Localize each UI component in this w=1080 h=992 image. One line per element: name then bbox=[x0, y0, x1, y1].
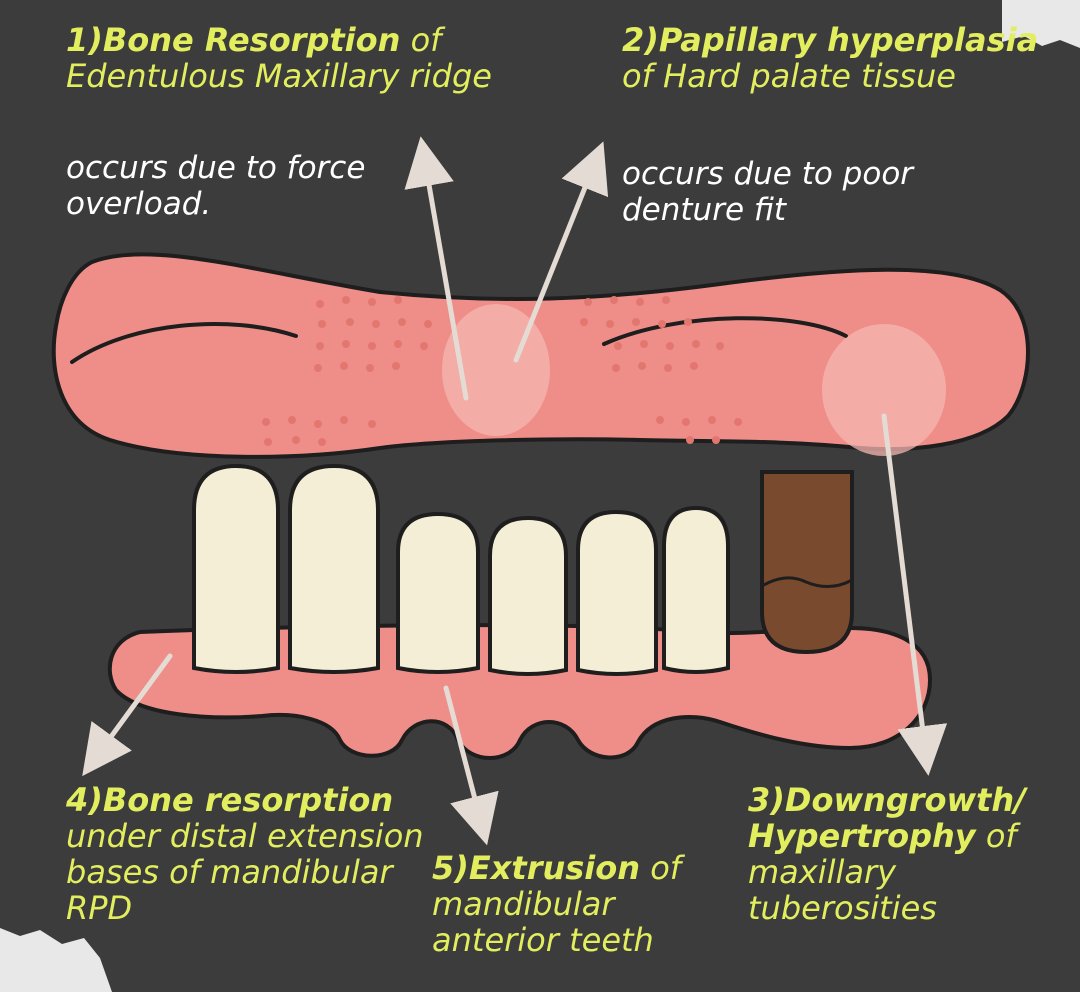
ridge-line-left bbox=[70, 322, 298, 364]
pointer-arrows bbox=[82, 136, 948, 846]
torn-paper-corner-bottom-left bbox=[0, 928, 112, 992]
arrow-1 bbox=[404, 136, 469, 401]
label-2-note: occurs due to poor denture fit bbox=[622, 156, 914, 228]
label-1-heading: 1)Bone Resorption bbox=[66, 21, 401, 59]
tooth-4 bbox=[488, 515, 568, 676]
label-4: 4)Bone resorption under distal extension… bbox=[66, 782, 436, 926]
arrow-2 bbox=[513, 141, 609, 363]
tooth-2 bbox=[288, 463, 380, 674]
stipple-texture bbox=[262, 296, 742, 446]
label-3: 3)Downgrowth/ Hypertrophy of maxillary t… bbox=[748, 782, 1068, 926]
highlight-tuberosity bbox=[822, 324, 946, 456]
tooth-1 bbox=[192, 463, 280, 674]
label-3-text: of maxillary tuberosities bbox=[748, 817, 1017, 927]
arrow-4 bbox=[82, 653, 173, 777]
label-5-text: of mandibular anterior teeth bbox=[432, 849, 682, 959]
label-2-text: of Hard palate tissue bbox=[622, 57, 956, 95]
label-3-heading: 3)Downgrowth/ Hypertrophy bbox=[748, 781, 1026, 855]
label-4-text: under distal extension bases of mandibul… bbox=[66, 817, 424, 927]
torn-paper-corner-top-right bbox=[1002, 0, 1080, 48]
highlight-palate-ridge bbox=[442, 304, 550, 436]
label-2-heading: 2)Papillary hyperplasia bbox=[622, 21, 1039, 59]
teeth bbox=[192, 463, 854, 676]
tooth-5 bbox=[576, 509, 658, 676]
ridge-line-right bbox=[602, 316, 848, 346]
label-1-note: occurs due to force overload. bbox=[66, 150, 366, 222]
arrow-5 bbox=[443, 685, 499, 846]
extruded-tooth bbox=[760, 470, 854, 655]
label-1-text: of Edentulous Maxillary ridge bbox=[66, 21, 492, 95]
tooth-3 bbox=[396, 511, 480, 674]
extruded-tooth-line bbox=[761, 576, 853, 588]
arrow-3 bbox=[881, 413, 948, 776]
label-2: 2)Papillary hyperplasia of Hard palate t… bbox=[622, 22, 1052, 94]
label-4-heading: 4)Bone resorption bbox=[66, 781, 394, 819]
tooth-6 bbox=[662, 505, 730, 674]
label-1: 1)Bone Resorption of Edentulous Maxillar… bbox=[66, 22, 536, 94]
label-5-heading: 5)Extrusion bbox=[432, 849, 641, 887]
label-5: 5)Extrusion of mandibular anterior teeth bbox=[432, 850, 732, 958]
